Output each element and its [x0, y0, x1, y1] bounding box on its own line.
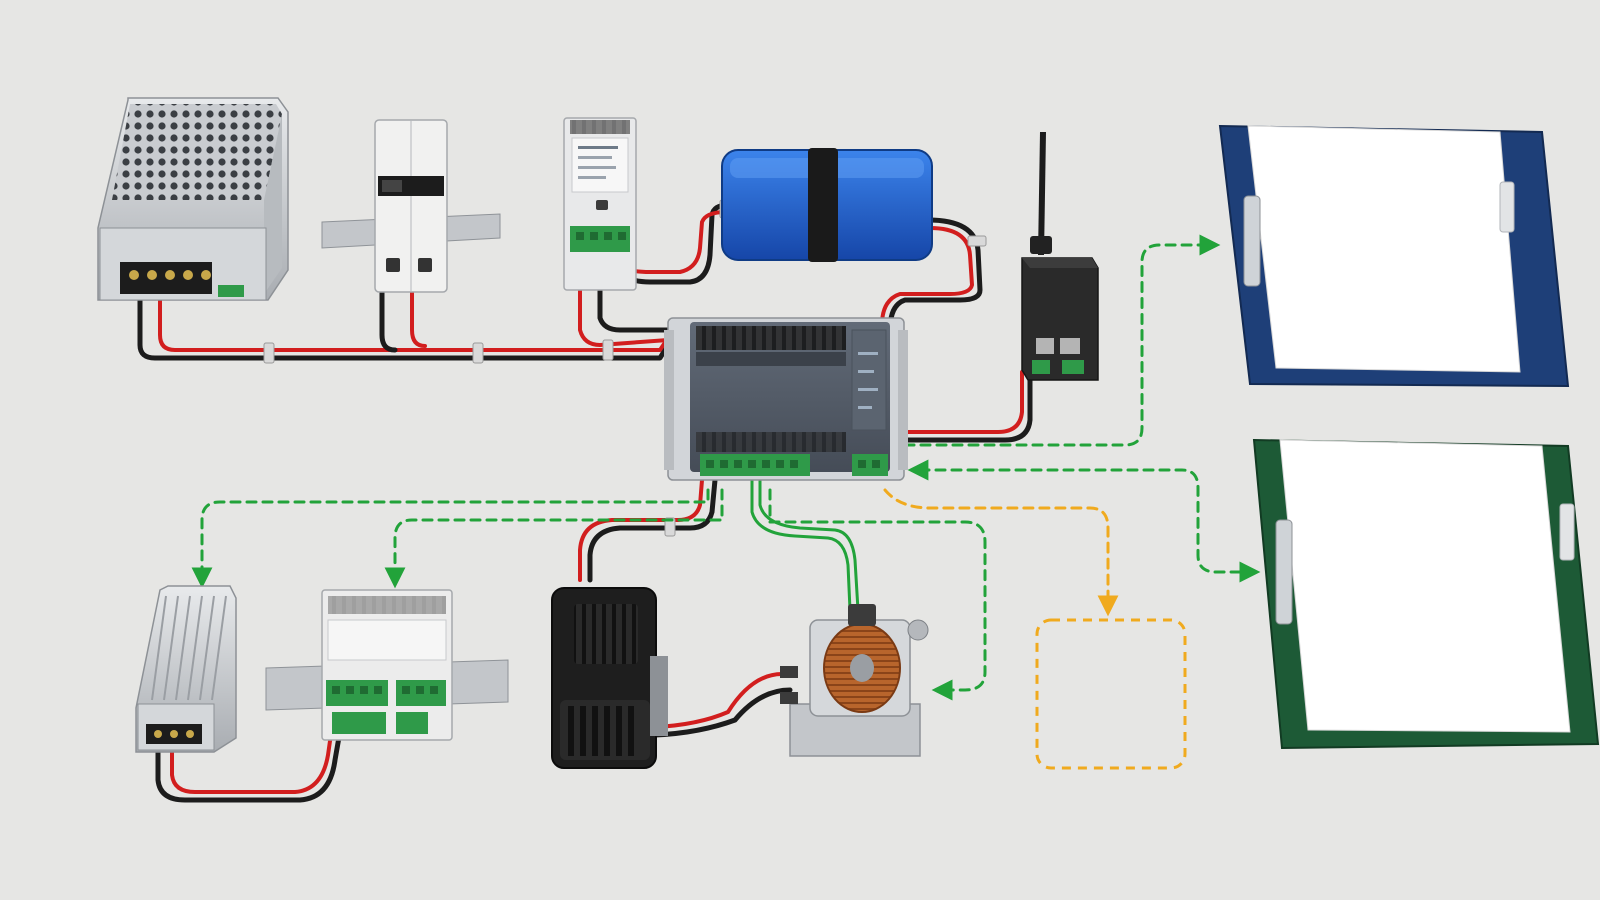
flow-controller-to-converter [191, 488, 710, 589]
controller-icon [664, 317, 908, 481]
dc-converter-icon [135, 585, 237, 753]
flow-controller-to-io-module [384, 488, 724, 589]
clipboard-icon [1252, 438, 1600, 750]
flow-controller-to-clipboard-blue [903, 234, 1221, 447]
wireless-gateway-icon [1021, 132, 1099, 381]
empty-box-icon [1035, 618, 1187, 770]
flow-controller-to-placeholder [883, 488, 1119, 617]
battery-pack-icon [721, 148, 933, 262]
circuit-breaker-icon [321, 119, 501, 293]
clipboard-icon [1218, 124, 1570, 388]
io-module-icon [265, 589, 509, 741]
fan-heater-icon [551, 587, 668, 769]
flow-arrows [191, 234, 1261, 701]
solenoid-valve-icon [780, 604, 929, 757]
flow-controller-to-solenoid [768, 488, 987, 701]
wiring [137, 199, 1033, 803]
din-rail-module-icon [563, 117, 637, 291]
power-supply-icon [97, 97, 289, 301]
flow-controller-to-clipboard-green [907, 459, 1261, 583]
